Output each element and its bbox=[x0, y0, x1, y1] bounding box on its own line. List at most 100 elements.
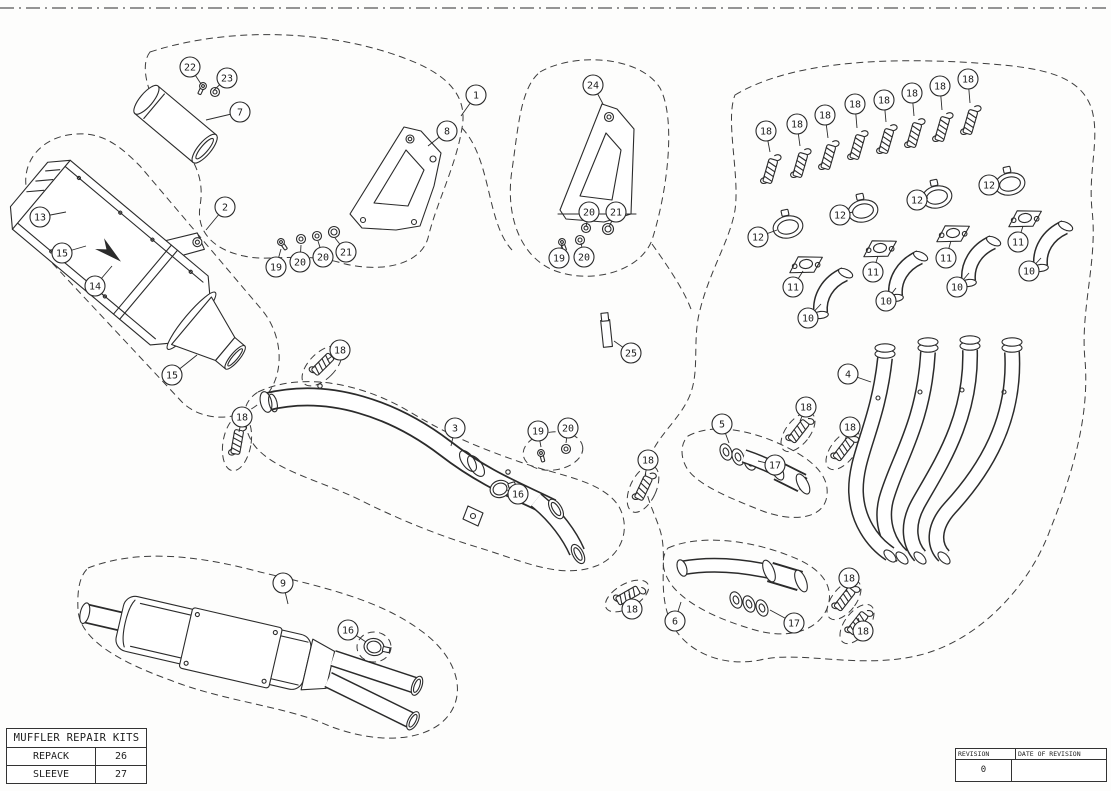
spring-icon bbox=[875, 121, 899, 157]
part-callout-20: 20 bbox=[578, 201, 600, 228]
svg-text:10: 10 bbox=[951, 282, 963, 293]
part-callout-22: 22 bbox=[179, 56, 202, 85]
spring-icon bbox=[759, 151, 783, 187]
brand-arrow-icon bbox=[95, 238, 121, 262]
svg-text:17: 17 bbox=[769, 460, 781, 471]
part-callout-12: 12 bbox=[906, 189, 929, 211]
slip-on-muffler bbox=[79, 595, 424, 731]
svg-text:13: 13 bbox=[34, 212, 46, 223]
part-callout-18: 18 bbox=[844, 93, 866, 129]
flange-plate-icon bbox=[934, 222, 972, 245]
svg-text:21: 21 bbox=[340, 247, 352, 258]
elbow-pipe-icon bbox=[809, 265, 859, 319]
part-callout-18: 18 bbox=[839, 416, 861, 441]
date-of-revision-cell bbox=[1012, 760, 1106, 781]
assembly-paste-tube bbox=[600, 312, 613, 348]
spring-icon bbox=[227, 422, 248, 458]
part-callout-6: 6 bbox=[664, 601, 686, 632]
pipe-clamp-icon bbox=[361, 636, 392, 660]
spring-icon bbox=[931, 109, 955, 145]
part-callout-12: 12 bbox=[829, 204, 854, 226]
clamp-ring-icon bbox=[769, 206, 806, 242]
part-callout-18: 18 bbox=[326, 339, 351, 361]
part-callout-18: 18 bbox=[929, 75, 951, 111]
part-callout-5: 5 bbox=[711, 413, 733, 444]
svg-text:19: 19 bbox=[532, 426, 544, 437]
svg-text:10: 10 bbox=[802, 313, 814, 324]
part-callout-16: 16 bbox=[506, 483, 529, 505]
part-callout-7: 7 bbox=[205, 101, 251, 123]
part-callout-19: 19 bbox=[527, 420, 549, 448]
part-callout-10: 10 bbox=[875, 287, 897, 312]
part-callout-23: 23 bbox=[213, 67, 238, 91]
svg-text:11: 11 bbox=[1012, 237, 1024, 248]
part-callout-20: 20 bbox=[573, 242, 595, 268]
part-callout-19: 19 bbox=[265, 248, 287, 278]
part-callout-24: 24 bbox=[582, 74, 604, 105]
svg-text:15: 15 bbox=[56, 248, 68, 259]
svg-text:19: 19 bbox=[553, 253, 565, 264]
part-callout-2: 2 bbox=[205, 196, 236, 231]
svg-text:15: 15 bbox=[166, 370, 178, 381]
flange-plate-icon bbox=[1006, 207, 1044, 230]
revision-column-header: REVISION bbox=[956, 749, 1016, 759]
part-callout-14: 14 bbox=[84, 265, 113, 297]
part-callout-12: 12 bbox=[978, 174, 1000, 196]
svg-text:23: 23 bbox=[221, 73, 233, 84]
svg-text:18: 18 bbox=[236, 412, 248, 423]
svg-text:11: 11 bbox=[787, 282, 799, 293]
svg-text:16: 16 bbox=[342, 625, 354, 636]
svg-text:25: 25 bbox=[625, 348, 637, 359]
svg-text:19: 19 bbox=[270, 262, 282, 273]
part-callout-11: 11 bbox=[782, 270, 804, 298]
svg-text:8: 8 bbox=[444, 126, 450, 137]
svg-text:4: 4 bbox=[845, 369, 851, 380]
clamp-ring-icon bbox=[844, 190, 881, 226]
svg-text:1: 1 bbox=[473, 90, 479, 101]
part-callout-11: 11 bbox=[1007, 225, 1029, 253]
spring-icon bbox=[959, 102, 983, 138]
kit-part-number: 26 bbox=[114, 750, 128, 762]
svg-text:18: 18 bbox=[857, 626, 869, 637]
svg-text:24: 24 bbox=[587, 80, 599, 91]
part-callout-10: 10 bbox=[1018, 257, 1042, 282]
washer-icon bbox=[574, 234, 586, 246]
part-callout-25: 25 bbox=[613, 340, 642, 364]
svg-text:18: 18 bbox=[800, 402, 812, 413]
revision-number: 0 bbox=[956, 759, 1012, 781]
svg-text:20: 20 bbox=[294, 257, 306, 268]
part-callout-9: 9 bbox=[272, 572, 294, 605]
part-callout-18: 18 bbox=[755, 120, 777, 153]
kits-table-row: SLEEVE 27 bbox=[7, 765, 146, 783]
part-callout-19: 19 bbox=[548, 243, 570, 269]
svg-text:9: 9 bbox=[280, 578, 286, 589]
washer-icon bbox=[295, 233, 307, 245]
svg-text:20: 20 bbox=[317, 252, 329, 263]
part-callout-11: 11 bbox=[935, 240, 957, 269]
part-callout-3: 3 bbox=[444, 417, 466, 447]
part-callout-15: 15 bbox=[51, 242, 87, 264]
svg-text:18: 18 bbox=[906, 88, 918, 99]
kits-table-title: MUFFLER REPAIR KITS bbox=[7, 729, 146, 748]
svg-text:18: 18 bbox=[962, 74, 974, 85]
mid-pipe-set-upper bbox=[717, 441, 811, 495]
part-callout-20: 20 bbox=[312, 240, 334, 268]
part-callout-1: 1 bbox=[460, 84, 487, 117]
gasket-ring-icon bbox=[727, 589, 745, 611]
kit-part-number: 27 bbox=[114, 768, 128, 780]
mid-pipe-set-lower bbox=[676, 557, 808, 619]
svg-text:16: 16 bbox=[512, 489, 524, 500]
part-callout-18: 18 bbox=[814, 104, 836, 139]
washer-icon bbox=[311, 230, 323, 242]
spacer-ring-icon bbox=[327, 225, 341, 239]
svg-text:18: 18 bbox=[334, 345, 346, 356]
part-callout-8: 8 bbox=[427, 120, 458, 147]
part-callout-18: 18 bbox=[852, 617, 874, 642]
revision-table-header: REVISION DATE OF REVISION bbox=[956, 749, 1106, 760]
part-callout-11: 11 bbox=[862, 255, 884, 283]
part-callout-15: 15 bbox=[161, 354, 198, 386]
svg-text:18: 18 bbox=[844, 422, 856, 433]
part-callout-18: 18 bbox=[838, 567, 860, 593]
svg-text:7: 7 bbox=[237, 107, 243, 118]
